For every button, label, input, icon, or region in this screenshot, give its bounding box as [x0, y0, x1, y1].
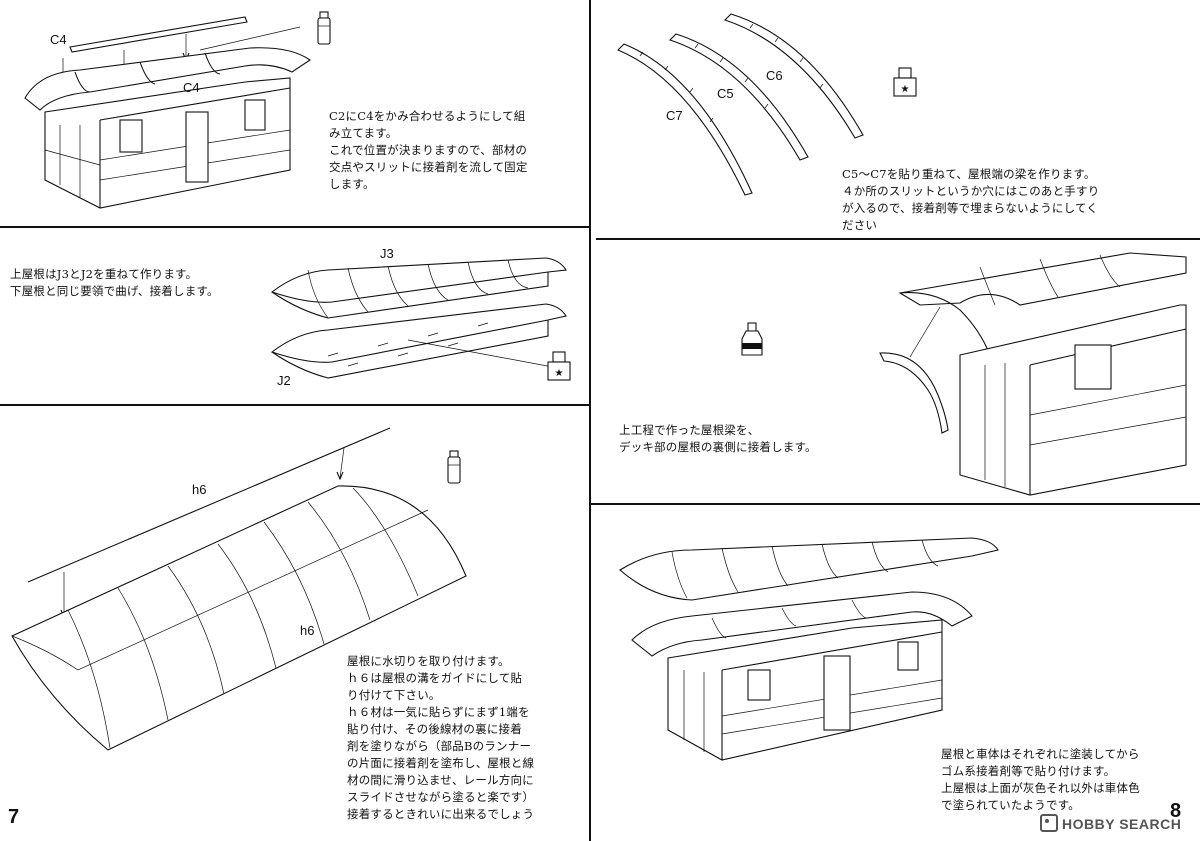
cyanoacrylate-glue-icon-2: ★ [547, 351, 571, 381]
step2-label-c6: C6 [766, 68, 783, 83]
hobbysearch-logo-icon [1040, 814, 1058, 832]
watermark-text: HOBBY SEARCH [1062, 816, 1182, 832]
left-divider-2 [0, 404, 589, 406]
step5-label-h6-wire: h6 [192, 482, 207, 497]
step5-rain-gutter-drawing [11, 427, 467, 751]
cyanoacrylate-glue-icon: ★ [893, 67, 917, 97]
step6-final-assembly-drawing [619, 537, 999, 761]
step2-instructions: C5～C7を貼り重ねて、屋根端の梁を作ります。 ４か所のスリットというか穴にはこ… [842, 167, 1100, 232]
step3-label-j2: J2 [277, 373, 291, 388]
svg-text:★: ★ [901, 84, 910, 95]
bottle-glue-icon [741, 322, 763, 356]
step1-instructions: C2にC4をかみ合わせるようにして組 み立てます。 これで位置が決まりますので、… [329, 109, 528, 191]
step1-carbody-drawing [24, 16, 311, 209]
step3-upper-roof-drawing [270, 257, 567, 379]
step1-label-c4-top: C4 [50, 32, 67, 47]
step2-label-c5: C5 [717, 86, 734, 101]
right-divider-1 [596, 238, 1200, 240]
right-divider-2 [590, 503, 1200, 505]
step3-instructions: 上屋根はJ3とJ2を重ねて作ります。 下屋根と同じ要領で曲げ、接着します。 [10, 267, 219, 298]
step6-instructions: 屋根と車体はそれぞれに塗装してから ゴム系接着剤等で貼り付けます。 上屋根は上面… [941, 747, 1140, 812]
step1-label-c4-roof: C4 [183, 80, 200, 95]
glue-tube-icon [317, 11, 331, 45]
glue-tube-icon-2 [447, 450, 461, 484]
svg-text:★: ★ [555, 368, 564, 379]
step2-label-c7: C7 [666, 108, 683, 123]
step5-label-h6-roof: h6 [300, 623, 315, 638]
page-number-right: 8 [1170, 800, 1182, 822]
hobbysearch-watermark: HOBBY SEARCH [1040, 814, 1181, 832]
step2-roof-beam-drawing [617, 13, 864, 196]
step4-instructions: 上工程で作った屋根梁を、 デッキ部の屋根の裏側に接着します。 [619, 423, 817, 454]
step4-deck-beam-drawing [879, 252, 1187, 496]
step3-label-j3: J3 [380, 246, 394, 261]
page-number-left: 7 [8, 806, 20, 828]
step5-instructions: 屋根に水切りを取り付けます。 ｈ６は屋根の溝をガイドにして貼 り付けて下さい。 … [347, 654, 535, 821]
center-divider [589, 0, 591, 841]
left-divider-1 [0, 226, 589, 228]
